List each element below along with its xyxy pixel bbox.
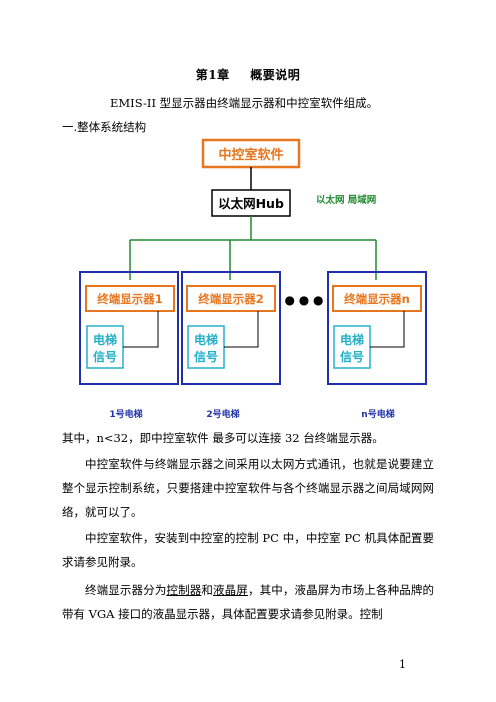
signal-link-n [370,311,405,348]
ellipsis-dots: ● ● ● [284,293,323,307]
terminal-text-e: ，其中，液晶屏为市场上各种品牌的带有 VGA 接口的液晶显示器，具体配置要求请参… [62,583,435,621]
elevator-caption-2: 2号电梯 [206,408,239,420]
signal-label-2a: 电梯 [194,332,218,347]
paragraph-pc-install: 中控室软件，安装到中控室的控制 PC 中，中控室 PC 机具体配置要求请参见附录… [62,531,434,569]
paragraph-capacity: 其中，n<32，即中控室软件 最多可以连接 32 台终端显示器。 [62,431,384,445]
paragraph-terminal: 终端显示器分为控制器和液晶屏，其中，液晶屏为市场上各种品牌的带有 VGA 接口的… [62,578,434,626]
signal-label-1a: 电梯 [93,332,117,347]
chapter-heading: 第1章 概要说明 [0,66,496,83]
signal-box-1 [86,325,124,369]
elevator-caption-n: n号电梯 [361,408,394,420]
signal-label-na: 电梯 [340,332,364,347]
signal-label-nb: 信号 [340,349,364,364]
terminal-box-n [332,285,422,312]
chapter-title: 概要说明 [250,68,301,82]
lcd-term: 液晶屏 [213,583,248,597]
page-number: 1 [399,658,406,671]
control-software-label: 中控室软件 [218,147,283,163]
section-title: 一.整体系统结构 [62,120,147,134]
signal-box-n [333,325,371,369]
network-label: 以太网 局域网 [316,194,376,206]
paragraph-network: 中控室软件与终端显示器之间采用以太网方式通讯，也就是说要建立整个显示控制系统，只… [62,457,434,519]
hub-box [211,189,291,217]
signal-label-1b: 信号 [93,349,117,364]
terminal-label-2: 终端显示器2 [198,292,264,306]
elevator-frame-2 [181,271,281,385]
chapter-number: 第1章 [195,68,230,82]
terminal-text-a: 终端显示器分为 [85,583,167,597]
signal-link-2 [224,311,259,348]
elevator-frame-1 [79,271,179,385]
terminal-label-1: 终端显示器1 [97,292,163,306]
controller-term: 控制器 [166,583,202,597]
terminal-label-n: 终端显示器n [344,292,410,306]
signal-link-1 [123,311,159,348]
signal-label-2b: 信号 [194,349,218,364]
intro-text: EMIS-II 型显示器由终端显示器和中控室软件组成。 [110,96,379,110]
hub-label: 以太网Hub [218,196,284,211]
terminal-box-1 [85,285,175,312]
elevator-frame-n [327,271,427,385]
system-structure-diagram: 中控室软件 以太网Hub 以太网 局域网 终端显示器1 终端显示器2 终端显示器… [79,138,427,420]
terminal-box-2 [186,285,276,312]
elevator-caption-1: 1号电梯 [109,408,142,420]
signal-box-2 [187,325,225,369]
terminal-text-c: 和 [201,583,214,597]
